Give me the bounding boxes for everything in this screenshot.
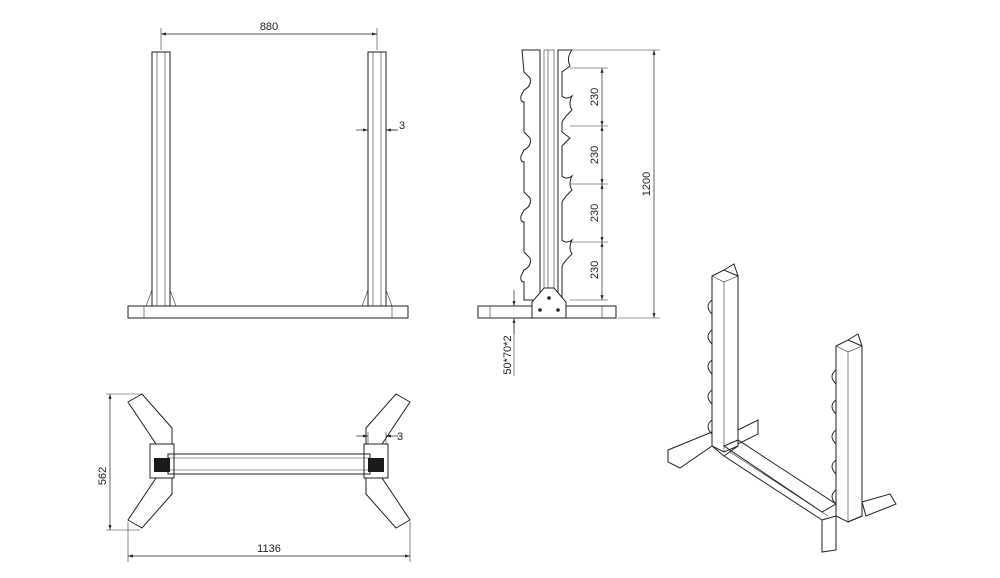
- top-width-label: 1136: [257, 543, 281, 555]
- spacing-label-3: 230: [589, 204, 601, 222]
- top-thickness-label: 3: [397, 431, 403, 443]
- depth-label: 562: [97, 467, 109, 485]
- spacing-label-2: 230: [589, 146, 601, 164]
- side-upright-profile: [520, 49, 541, 301]
- base-bar: [127, 305, 409, 319]
- height-label: 1200: [641, 172, 653, 196]
- top-crossbar: [167, 453, 371, 475]
- front-thickness-label: 3: [399, 120, 405, 132]
- front-width-label: 880: [260, 21, 278, 33]
- iso-crossbar: [722, 439, 837, 513]
- iso-left-upright: [711, 269, 739, 453]
- side-view: 230 230 230 230 1200 50*70*2: [477, 49, 660, 376]
- spacing-label-1: 230: [589, 88, 601, 106]
- left-upright: [151, 51, 171, 307]
- iso-right-upright: [835, 339, 863, 523]
- top-right-foot: [365, 393, 411, 445]
- spacing-label-4: 230: [589, 261, 601, 279]
- top-left-foot: [127, 393, 173, 445]
- side-gusset-plate: [531, 287, 567, 319]
- front-view: 880 3: [127, 21, 409, 319]
- top-view: 562 1136 3: [97, 393, 411, 562]
- right-upright: [367, 51, 387, 307]
- isometric-view: [667, 263, 897, 553]
- tube-size-label: 50*70*2: [502, 335, 514, 374]
